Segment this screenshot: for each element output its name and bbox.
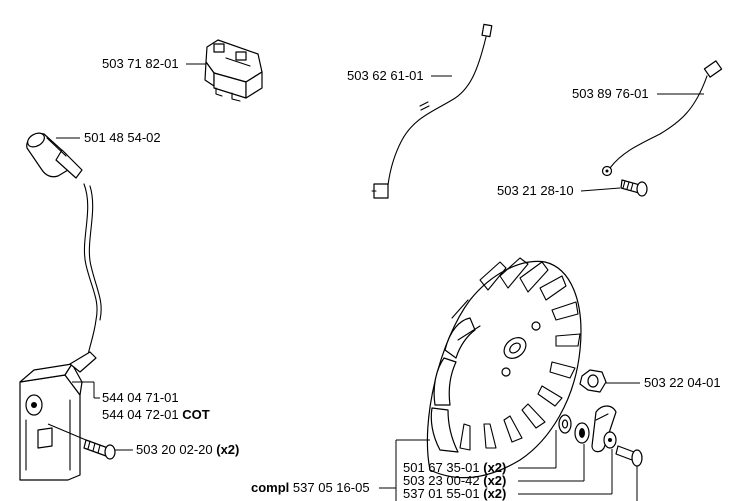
label-key: 501 67 35-01 (x2) <box>403 460 506 475</box>
label-screw-small: 503 21 28-10 <box>497 183 574 198</box>
leader-screw-small <box>580 187 621 192</box>
label-coil-1: 544 04 71-01 <box>102 390 179 405</box>
label-washer: 503 23 00-42 (x2) <box>403 473 506 488</box>
label-wire-center: 503 62 61-01 <box>347 68 424 83</box>
nut-drawing <box>579 369 607 393</box>
label-spark-plug-cap: 501 48 54-02 <box>84 130 161 145</box>
label-pawl: 537 01 55-01 (x2) <box>403 486 506 501</box>
flywheel-drawing <box>426 257 582 479</box>
label-coil-screw: 503 20 02-20 (x2) <box>136 442 239 457</box>
key-drawing <box>558 414 572 434</box>
ht-lead-drawing <box>83 183 98 356</box>
label-connector-block: 503 71 82-01 <box>102 56 179 71</box>
label-compl: compl 537 05 16-05 <box>251 480 370 495</box>
pawl-screw-drawing <box>615 445 643 467</box>
label-coil-2: 544 04 72-01 COT <box>102 407 210 422</box>
coil-screw-drawing <box>83 439 116 460</box>
label-wire-right: 503 89 76-01 <box>572 86 649 101</box>
spark-plug-cap-drawing <box>26 132 83 179</box>
wire-center-drawing <box>371 23 493 199</box>
ignition-coil-drawing <box>19 351 97 481</box>
pawl-drawing <box>591 405 617 453</box>
label-nut: 503 22 04-01 <box>644 375 721 390</box>
screw-small-drawing <box>620 179 648 197</box>
connector-block-drawing <box>204 39 263 102</box>
wire-right-drawing <box>601 60 723 177</box>
washer-drawing <box>574 422 590 444</box>
